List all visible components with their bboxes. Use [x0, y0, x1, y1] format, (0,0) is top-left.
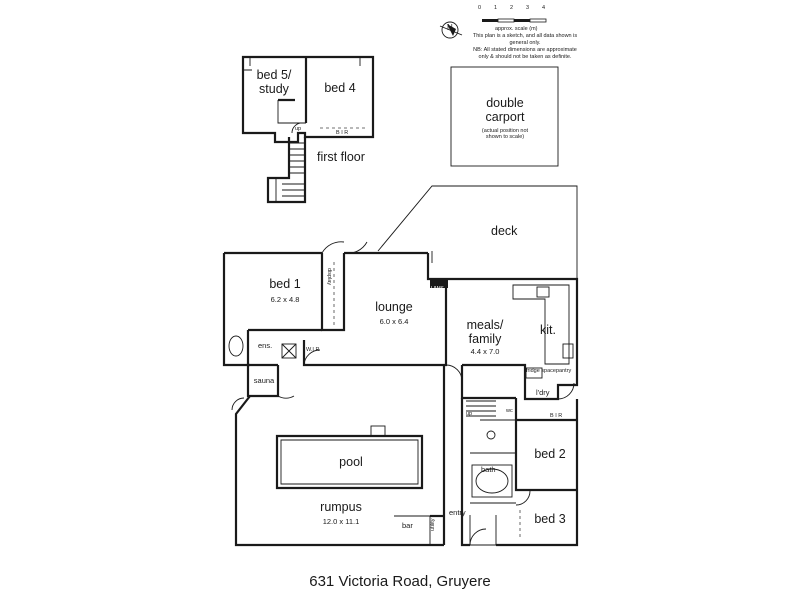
scale-note-2: NB: All stated dimensions are approximat…: [473, 47, 577, 60]
room-bed2-label: bed 2: [534, 447, 566, 461]
room-bed4-label: bed 4: [324, 81, 356, 95]
room-bed5-label: bed 5/ study: [256, 68, 292, 96]
room-entry-label: entry: [449, 508, 466, 517]
scale-tick-2: 2: [510, 5, 514, 11]
display-label: display: [326, 268, 332, 286]
stairs-up-label: up: [466, 411, 473, 417]
pantry-label: pantry: [556, 368, 572, 374]
compass-icon: [439, 21, 463, 39]
bir-label-bed2: B I R: [550, 413, 563, 419]
room-bed3-label: bed 3: [534, 512, 566, 526]
ground-floor-plan: [222, 185, 579, 547]
room-wir-label: W.I.R: [306, 347, 320, 353]
room-rumpus-label: rumpus: [320, 500, 362, 514]
carport-note: (actual position not shown to scale): [481, 128, 529, 141]
room-utility-label: utility: [430, 518, 436, 531]
room-bar-label: bar: [402, 521, 413, 530]
compass-north-label: N: [447, 23, 453, 32]
hot-water-label: HWS: [431, 286, 444, 292]
room-sauna-label: sauna: [253, 376, 275, 385]
scale-tick-1: 1: [494, 5, 498, 11]
room-laundry-label: l'dry: [536, 388, 550, 397]
room-deck-label: deck: [491, 224, 518, 238]
room-meals-dim: 4.4 x 7.0: [470, 347, 500, 356]
room-rumpus-dim: 12.0 x 11.1: [322, 517, 360, 526]
first-floor-title: first floor: [317, 150, 365, 164]
scale-tick-4: 4: [542, 5, 546, 11]
room-meals-label: meals/ family: [466, 318, 504, 346]
scale-tick-0: 0: [478, 5, 482, 11]
scale-tick-3: 3: [526, 5, 530, 11]
room-lounge-dim: 6.0 x 6.4: [379, 317, 409, 326]
property-address: 631 Victoria Road, Gruyere: [309, 573, 491, 590]
room-bath-label: bath: [481, 465, 496, 474]
scale-bar: [482, 18, 547, 23]
first-floor-bir-label: B I R: [336, 130, 349, 136]
first-floor-up-label: up: [295, 126, 302, 132]
carport-outline: [450, 66, 559, 167]
room-kitchen-label: kit.: [540, 323, 556, 337]
fridge-space-label: fridge space: [526, 368, 556, 374]
room-lounge-label: lounge: [375, 300, 413, 314]
scale-note-1: This plan is a sketch, and all data show…: [472, 33, 578, 46]
carport-title: double carport: [485, 96, 525, 124]
room-bed1-dim: 6.2 x 4.8: [270, 295, 300, 304]
room-ensuite-label: ens.: [258, 341, 273, 350]
wc-label: wc: [506, 408, 513, 414]
scale-label: approx. scale (m): [495, 26, 538, 32]
pool-label: pool: [339, 455, 363, 469]
first-floor-plan: [241, 55, 375, 204]
room-bed1-label: bed 1: [269, 277, 301, 291]
